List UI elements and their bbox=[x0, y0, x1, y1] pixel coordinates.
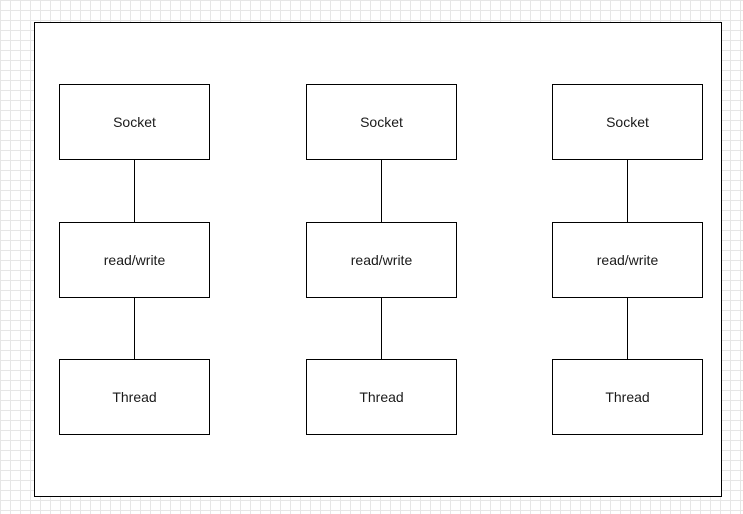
read-write-label-1: read/write bbox=[103, 252, 166, 268]
socket-label-2: Socket bbox=[360, 114, 403, 130]
socket-label-3: Socket bbox=[606, 114, 649, 130]
read-write-label-2: read/write bbox=[350, 252, 413, 268]
thread-label-1: Thread bbox=[112, 389, 157, 405]
connector-socket-rw-2 bbox=[381, 160, 382, 222]
thread-box-2[interactable]: Thread bbox=[306, 359, 457, 435]
socket-box-3[interactable]: Socket bbox=[552, 84, 703, 160]
thread-label-3: Thread bbox=[605, 389, 650, 405]
socket-box-2[interactable]: Socket bbox=[306, 84, 457, 160]
connector-socket-rw-3 bbox=[627, 160, 628, 222]
read-write-box-2[interactable]: read/write bbox=[306, 222, 457, 298]
thread-box-1[interactable]: Thread bbox=[59, 359, 210, 435]
connector-rw-thread-1 bbox=[134, 298, 135, 359]
read-write-label-3: read/write bbox=[596, 252, 659, 268]
read-write-box-1[interactable]: read/write bbox=[59, 222, 210, 298]
socket-label-1: Socket bbox=[113, 114, 156, 130]
socket-box-1[interactable]: Socket bbox=[59, 84, 210, 160]
connector-rw-thread-2 bbox=[381, 298, 382, 359]
read-write-box-3[interactable]: read/write bbox=[552, 222, 703, 298]
thread-label-2: Thread bbox=[359, 389, 404, 405]
thread-box-3[interactable]: Thread bbox=[552, 359, 703, 435]
connector-socket-rw-1 bbox=[134, 160, 135, 222]
connector-rw-thread-3 bbox=[627, 298, 628, 359]
